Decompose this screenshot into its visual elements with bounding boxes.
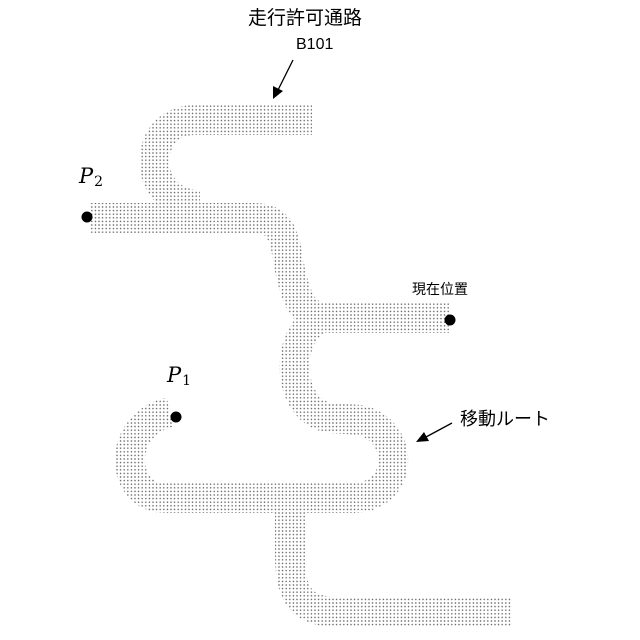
corridor-lower — [290, 498, 512, 612]
point-p1-letter: P — [167, 363, 181, 387]
corridor-middle — [130, 320, 393, 498]
corridor-title: 走行許可通路 — [248, 9, 362, 28]
corridor-id: B101 — [296, 37, 333, 53]
point-p2-label: P2 — [79, 166, 103, 189]
point-p2-subscript: 2 — [94, 174, 103, 190]
corridor-arrow-line — [278, 60, 293, 90]
corridor-arrow-head — [273, 86, 283, 99]
point-p1-label: P1 — [167, 365, 191, 388]
point-p1-marker — [171, 412, 182, 423]
route-label: 移動ルート — [460, 411, 550, 429]
point-p2-letter: P — [79, 164, 93, 188]
corridor-upper — [90, 120, 450, 318]
current-position-marker — [445, 315, 456, 326]
point-p1-subscript: 1 — [182, 373, 191, 389]
route-arrow-line — [426, 423, 452, 437]
point-p2-marker — [82, 212, 93, 223]
current-position-label: 現在位置 — [412, 283, 468, 297]
